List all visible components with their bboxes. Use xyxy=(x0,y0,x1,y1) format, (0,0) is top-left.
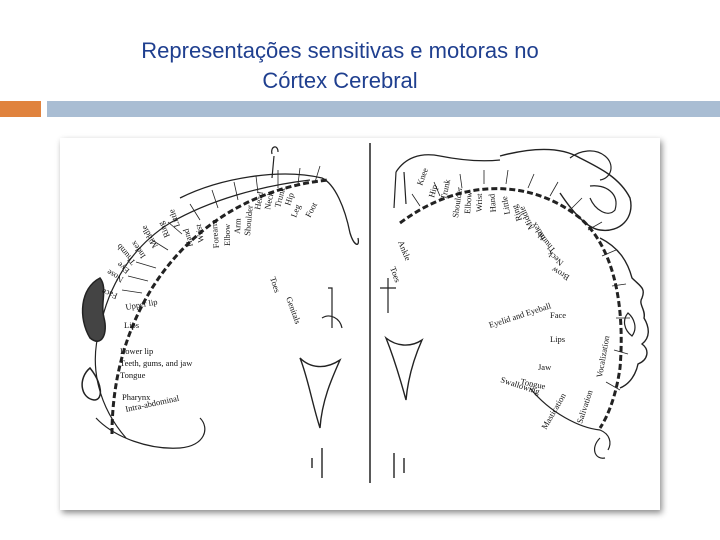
sensory-label-foot: Foot xyxy=(303,200,319,219)
sensory-label-elbow: Elbow xyxy=(222,223,232,246)
title-line-2: Córtex Cerebral xyxy=(40,66,640,96)
sensory-label-toes: Toes xyxy=(268,276,282,294)
sensory-ticks xyxy=(122,166,320,293)
accent-bar-blue xyxy=(47,101,720,117)
slide-title: Representações sensitivas e motoras no C… xyxy=(40,36,640,96)
motor-label-face: Face xyxy=(550,310,566,320)
motor-labels: Toes Ankle Knee Hip Trunk Shoulder Elbow… xyxy=(388,166,611,431)
sensory-label-lips: Lips xyxy=(124,320,139,330)
motor-label-little: Little xyxy=(499,195,512,215)
sensory-label-tongue: Tongue xyxy=(120,370,146,380)
motor-mouth-shape xyxy=(625,313,635,336)
sensory-hand-shape xyxy=(272,147,278,178)
sensory-label-genitals: Genitals xyxy=(284,295,303,325)
motor-label-vocalization: Vocalization xyxy=(594,334,611,378)
motor-throat-shape xyxy=(595,438,605,458)
sensory-label-teeth: Teeth, gums, and jaw xyxy=(120,358,193,368)
homunculus-figure: Genitals Toes Foot Leg Hip Trunk Neck He… xyxy=(60,138,660,510)
title-line-1: Representações sensitivas e motoras no xyxy=(40,36,640,66)
motor-label-hand: Hand xyxy=(486,193,498,213)
sensory-label-arm: Arm xyxy=(232,218,243,234)
motor-label-lips: Lips xyxy=(550,334,565,344)
motor-label-hip: Hip xyxy=(426,184,439,199)
motor-stem-bottom xyxy=(394,453,404,478)
motor-thumb-shape xyxy=(590,186,616,213)
sensory-label-forearm: Forearm xyxy=(208,219,221,249)
motor-body-shape xyxy=(396,155,500,172)
sensory-ventricle xyxy=(300,358,340,428)
sensory-label-hand: Hand xyxy=(180,227,195,248)
motor-label-mastication: Mastication xyxy=(539,391,568,431)
motor-label-wrist: Wrist xyxy=(474,193,484,212)
motor-ventricle xyxy=(386,338,422,400)
sensory-labels: Genitals Toes Foot Leg Hip Trunk Neck He… xyxy=(100,185,319,414)
sensory-label-lower-lip: Lower lip xyxy=(120,346,153,356)
sensory-stem-top xyxy=(322,288,342,328)
motor-label-salivation: Salivation xyxy=(574,388,594,425)
homunculus-diagram: Genitals Toes Foot Leg Hip Trunk Neck He… xyxy=(60,138,660,510)
sensory-face-shape xyxy=(83,278,106,341)
sensory-label-wrist: Wrist xyxy=(193,223,206,244)
motor-label-jaw: Jaw xyxy=(538,362,552,372)
sensory-homunculus xyxy=(82,147,358,478)
accent-bar-orange xyxy=(0,101,41,117)
sensory-stem-bottom xyxy=(312,448,322,478)
sensory-label-shoulder: Shoulder xyxy=(242,205,255,237)
motor-label-eyelid: Eyelid and Eyeball xyxy=(488,300,553,330)
motor-label-elbow: Elbow xyxy=(462,190,474,214)
motor-label-toes: Toes xyxy=(388,265,403,283)
motor-label-knee: Knee xyxy=(414,166,430,186)
motor-label-ankle: Ankle xyxy=(396,239,413,262)
motor-leg-shape xyxy=(394,172,406,208)
